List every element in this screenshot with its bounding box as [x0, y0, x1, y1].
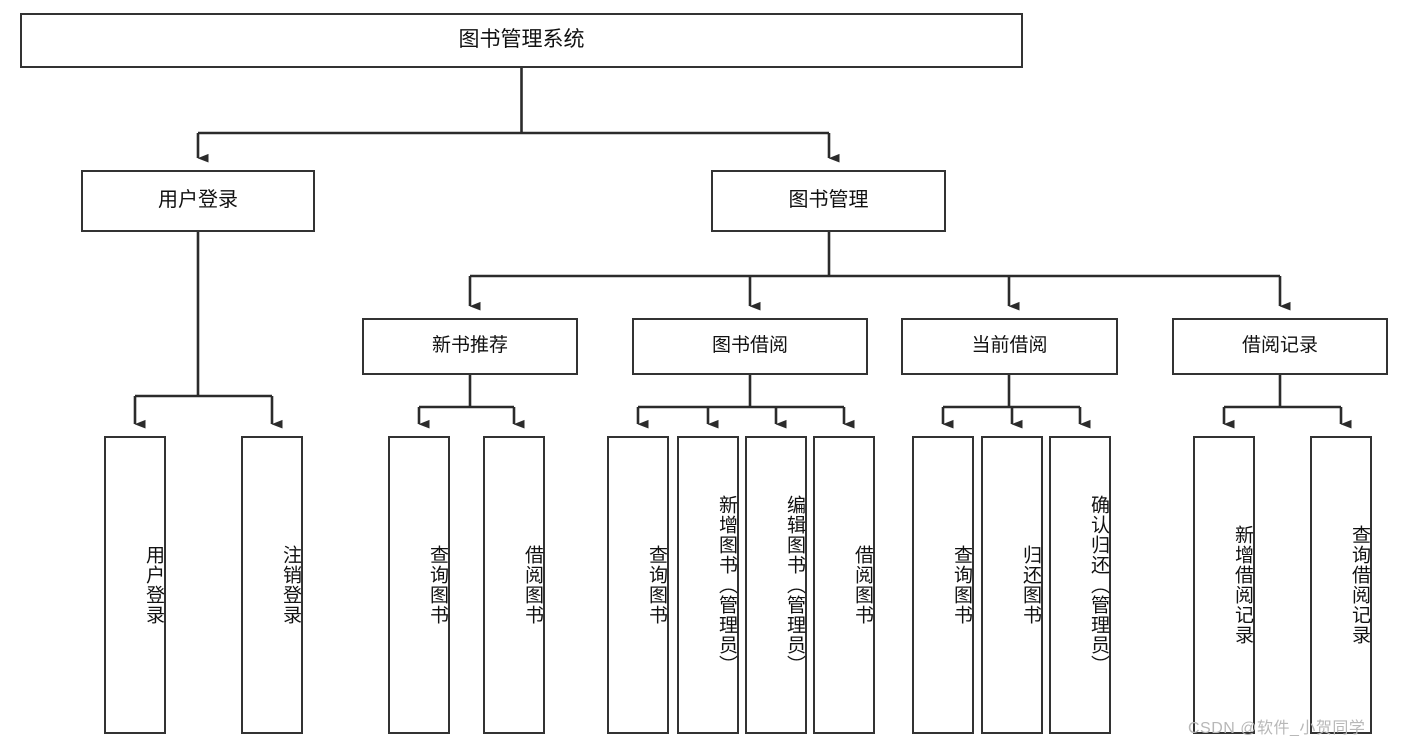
node-leaf-5[interactable]: 新增图书（管理员） [677, 436, 739, 734]
node-label: 新书推荐 [431, 335, 508, 357]
node-leaf-1[interactable]: 注销登录 [241, 436, 303, 734]
node-label: 图书管理系统 [458, 28, 585, 52]
node-leaf-10[interactable]: 确认归还（管理员） [1049, 436, 1111, 734]
node-leaf-2[interactable]: 查询图书 [388, 436, 450, 734]
node-label: 查询图书 [646, 545, 667, 625]
node-label: 归还图书 [1020, 545, 1041, 625]
node-leaf-7[interactable]: 借阅图书 [813, 436, 875, 734]
node-leaf-0[interactable]: 用户登录 [104, 436, 166, 734]
node-level3-1[interactable]: 图书借阅 [632, 318, 868, 375]
node-label: 新增图书（管理员） [716, 495, 737, 675]
node-label: 确认归还（管理员） [1088, 495, 1109, 675]
node-label: 新增借阅记录 [1232, 525, 1253, 645]
node-level3-2[interactable]: 当前借阅 [901, 318, 1118, 375]
node-label: 当前借阅 [971, 335, 1048, 357]
node-root[interactable]: 图书管理系统 [20, 13, 1023, 68]
node-level2-1[interactable]: 图书管理 [711, 170, 946, 232]
node-label: 用户登录 [158, 189, 238, 212]
node-label: 图书管理 [788, 189, 869, 212]
node-level3-0[interactable]: 新书推荐 [362, 318, 578, 375]
node-leaf-9[interactable]: 归还图书 [981, 436, 1043, 734]
node-label: 借阅记录 [1241, 335, 1318, 357]
node-label: 查询图书 [427, 545, 448, 625]
node-level2-0[interactable]: 用户登录 [81, 170, 315, 232]
node-leaf-6[interactable]: 编辑图书（管理员） [745, 436, 807, 734]
node-label: 图书借阅 [711, 335, 788, 357]
node-level3-3[interactable]: 借阅记录 [1172, 318, 1388, 375]
node-label: 查询借阅记录 [1349, 525, 1370, 645]
node-leaf-3[interactable]: 借阅图书 [483, 436, 545, 734]
node-label: 注销登录 [280, 545, 301, 625]
node-label: 借阅图书 [852, 545, 873, 625]
node-leaf-12[interactable]: 查询借阅记录 [1310, 436, 1372, 734]
node-label: 编辑图书（管理员） [784, 495, 805, 675]
node-leaf-4[interactable]: 查询图书 [607, 436, 669, 734]
node-label: 用户登录 [143, 545, 164, 625]
node-label: 借阅图书 [522, 545, 543, 625]
node-leaf-11[interactable]: 新增借阅记录 [1193, 436, 1255, 734]
node-leaf-8[interactable]: 查询图书 [912, 436, 974, 734]
csdn-watermark: CSDN @软件_小贺同学 [1188, 720, 1366, 737]
node-label: 查询图书 [951, 545, 972, 625]
